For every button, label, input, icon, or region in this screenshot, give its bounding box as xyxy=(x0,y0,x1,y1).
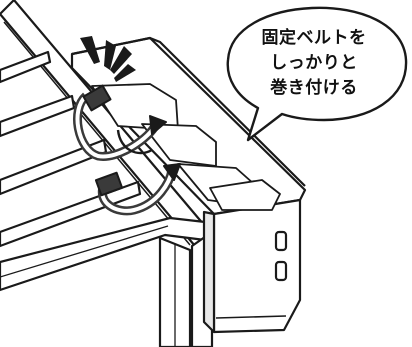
emphasis-marks xyxy=(80,36,136,82)
fixing-belt xyxy=(73,84,181,216)
callout-text: 固定ベルトを しっかりと 巻き付ける xyxy=(246,26,382,101)
callout-line-1: 固定ベルトを xyxy=(261,28,367,48)
speech-bubble xyxy=(226,6,408,142)
callout-line-2: しっかりと xyxy=(270,53,358,73)
callout-line-3: 巻き付ける xyxy=(270,78,358,98)
